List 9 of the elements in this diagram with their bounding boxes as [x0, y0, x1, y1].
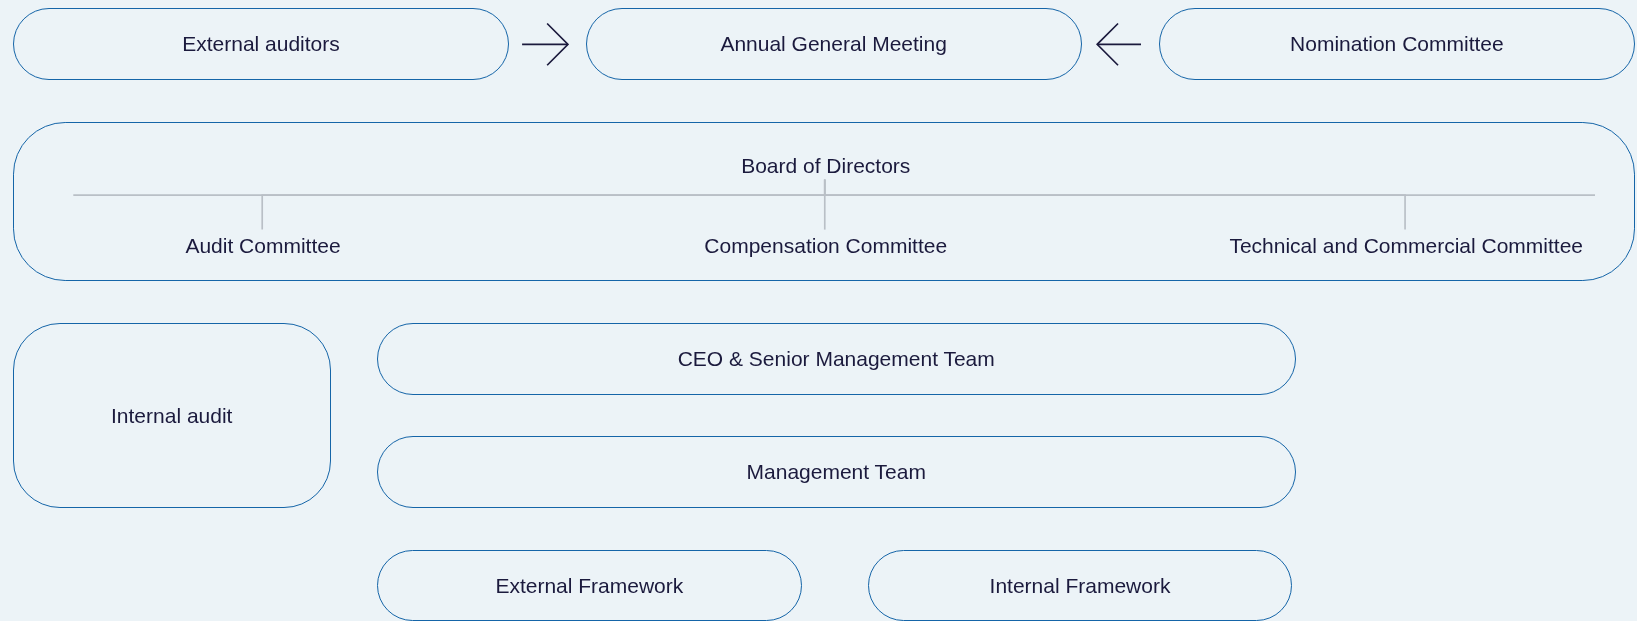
board-heading: Board of Directors [721, 152, 931, 181]
committee-label: Technical and Commercial Committee [1181, 230, 1631, 262]
committee-label: Audit Committee [137, 230, 389, 262]
committee-label: Compensation Committee [653, 230, 998, 262]
arrow [521, 22, 569, 67]
org-box: Internal audit [12, 322, 331, 509]
group-box [12, 122, 1635, 281]
arrow [1096, 22, 1142, 67]
connector-line [823, 178, 1406, 231]
